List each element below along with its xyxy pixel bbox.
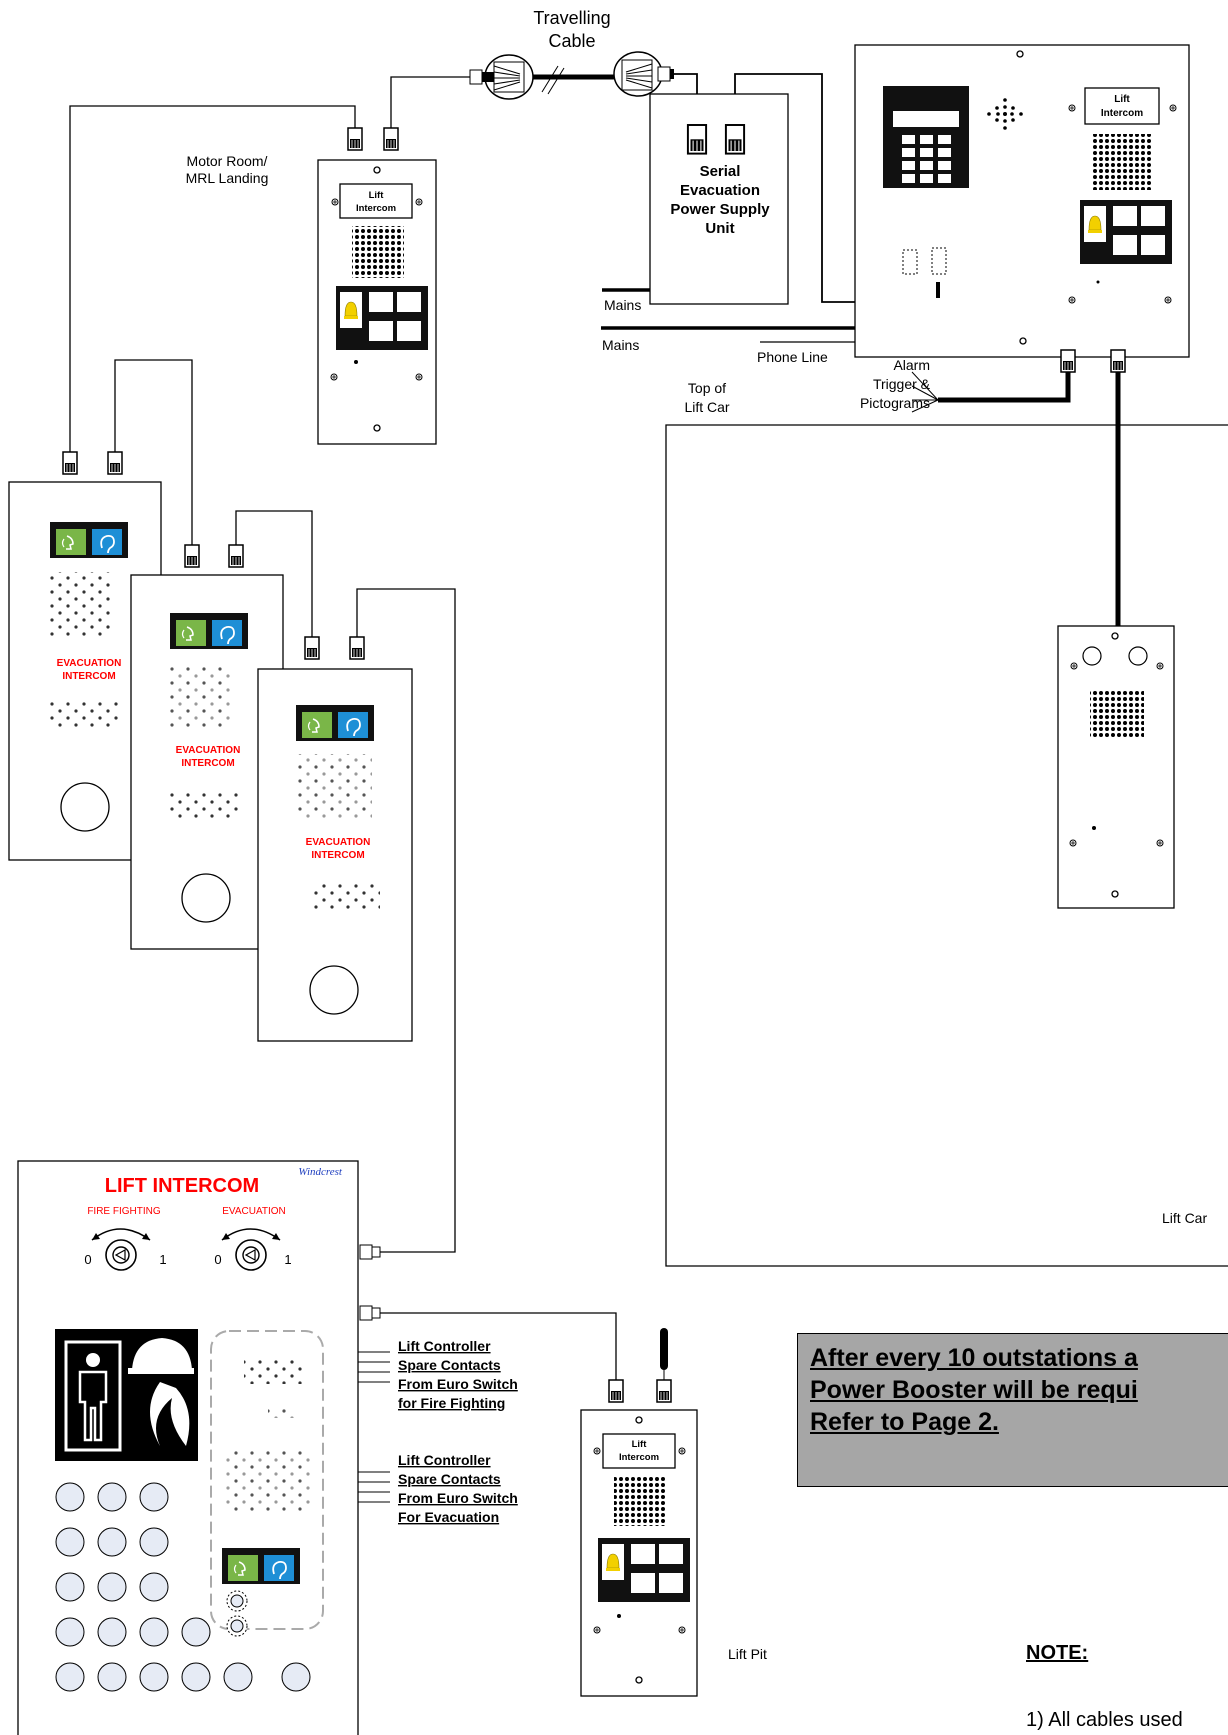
fire-key-switch[interactable]: 0 1 <box>84 1228 167 1271</box>
mains-label-2: Mains <box>602 337 639 353</box>
lift-pit-intercom: Lift Intercom <box>580 1328 698 1697</box>
call-buttons[interactable] <box>55 1482 311 1692</box>
contacts-evac-4: For Evacuation <box>398 1509 499 1525</box>
lift-car-outline <box>665 424 1228 1267</box>
alarm-label-3: Pictograms <box>860 395 930 411</box>
notice-line-3: Refer to Page 2. <box>810 1408 999 1436</box>
master-title: LIFT INTERCOM <box>105 1175 259 1197</box>
psu-label-3: Power Supply <box>670 201 770 218</box>
contacts-fire: Lift Controller Spare Contacts From Euro… <box>398 1338 518 1411</box>
master-lift-intercom: LIFT INTERCOM Windcrest FIRE FIGHTING EV… <box>17 1160 390 1735</box>
diagram-labels: Travelling Cable Motor Room/ MRL Landing… <box>186 8 1208 1662</box>
evac-label-3b: INTERCOM <box>311 850 364 861</box>
pit-badge-2: Intercom <box>619 1452 659 1463</box>
contacts-evac-3: From Euro Switch <box>398 1490 518 1506</box>
contacts-fire-2: Spare Contacts <box>398 1357 501 1373</box>
alarm-label-1: Alarm <box>893 357 930 373</box>
power-supply-unit: Serial Evacuation Power Supply Unit <box>649 93 789 305</box>
brand-logo: Windcrest <box>298 1166 343 1178</box>
mains-label-1: Mains <box>604 297 641 313</box>
keypad-icon <box>883 86 969 188</box>
lift-intercom-badge-2: Intercom <box>1101 108 1143 119</box>
evac-key-switch[interactable]: 0 1 <box>214 1228 292 1271</box>
motor-room-badge-1: Lift <box>369 190 385 201</box>
cable-junction-right <box>613 51 674 97</box>
firefighter-lift-icon <box>55 1329 198 1461</box>
top-of-lift-car-label-2: Lift Car <box>684 399 729 415</box>
contacts-fire-3: From Euro Switch <box>398 1376 518 1392</box>
motor-room-badge-2: Intercom <box>356 203 396 214</box>
travelling-cable-label-1: Travelling <box>533 8 610 28</box>
motor-room-intercom: Lift Intercom <box>317 127 437 445</box>
evac-pos-1: 1 <box>284 1252 291 1267</box>
evac-pos-0: 0 <box>214 1252 221 1267</box>
travelling-cable-label-2: Cable <box>548 31 595 51</box>
speaker-icon <box>987 98 1023 130</box>
psu-label-2: Evacuation <box>680 182 760 199</box>
car-top-intercom <box>1057 625 1175 909</box>
alarm-buttons-panel <box>1079 199 1173 265</box>
note-line-1: 1) All cables used <box>1026 1709 1183 1731</box>
switch-evac-label: EVACUATION <box>222 1206 286 1217</box>
evac-label-2b: INTERCOM <box>181 758 234 769</box>
evac-label-1a: EVACUATION <box>57 658 122 669</box>
note-title: NOTE: <box>1026 1642 1089 1664</box>
notice-line-1: After every 10 outstations a <box>810 1344 1138 1372</box>
switch-fire-label: FIRE FIGHTING <box>87 1206 161 1217</box>
motor-room-label-1: Motor Room/ <box>187 153 268 169</box>
fire-pos-1: 1 <box>159 1252 166 1267</box>
power-booster-notice: After every 10 outstations a Power Boost… <box>797 1333 1228 1487</box>
alarm-label-2: Trigger & <box>873 376 931 392</box>
evac-label-2a: EVACUATION <box>176 745 241 756</box>
lift-car-panel: Lift Intercom <box>854 44 1190 373</box>
pit-badge-1: Lift <box>632 1439 648 1450</box>
evacuation-intercom-3: EVACUATION INTERCOM <box>257 636 413 1042</box>
lift-car-label: Lift Car <box>1162 1210 1207 1226</box>
wires <box>69 65 1121 1380</box>
psu-label-4: Unit <box>705 220 734 237</box>
top-of-lift-car-label-1: Top of <box>688 380 726 396</box>
contacts-fire-1: Lift Controller <box>398 1338 491 1354</box>
contacts-evac-2: Spare Contacts <box>398 1471 501 1487</box>
contacts-fire-4: for Fire Fighting <box>398 1395 505 1411</box>
indicator-leds <box>226 1590 248 1637</box>
evac-label-1b: INTERCOM <box>62 671 115 682</box>
cable-junction-left <box>469 54 534 100</box>
lift-pit-label: Lift Pit <box>728 1646 767 1662</box>
contacts-evac: Lift Controller Spare Contacts From Euro… <box>398 1452 518 1525</box>
notice-line-2: Power Booster will be requi <box>810 1376 1138 1404</box>
psu-label-1: Serial <box>700 163 741 180</box>
motor-room-label-2: MRL Landing <box>186 170 269 186</box>
contacts-evac-1: Lift Controller <box>398 1452 491 1468</box>
phone-line-label: Phone Line <box>757 349 828 365</box>
evac-label-3a: EVACUATION <box>306 837 371 848</box>
fire-pos-0: 0 <box>84 1252 91 1267</box>
lift-intercom-badge-1: Lift <box>1114 94 1130 105</box>
